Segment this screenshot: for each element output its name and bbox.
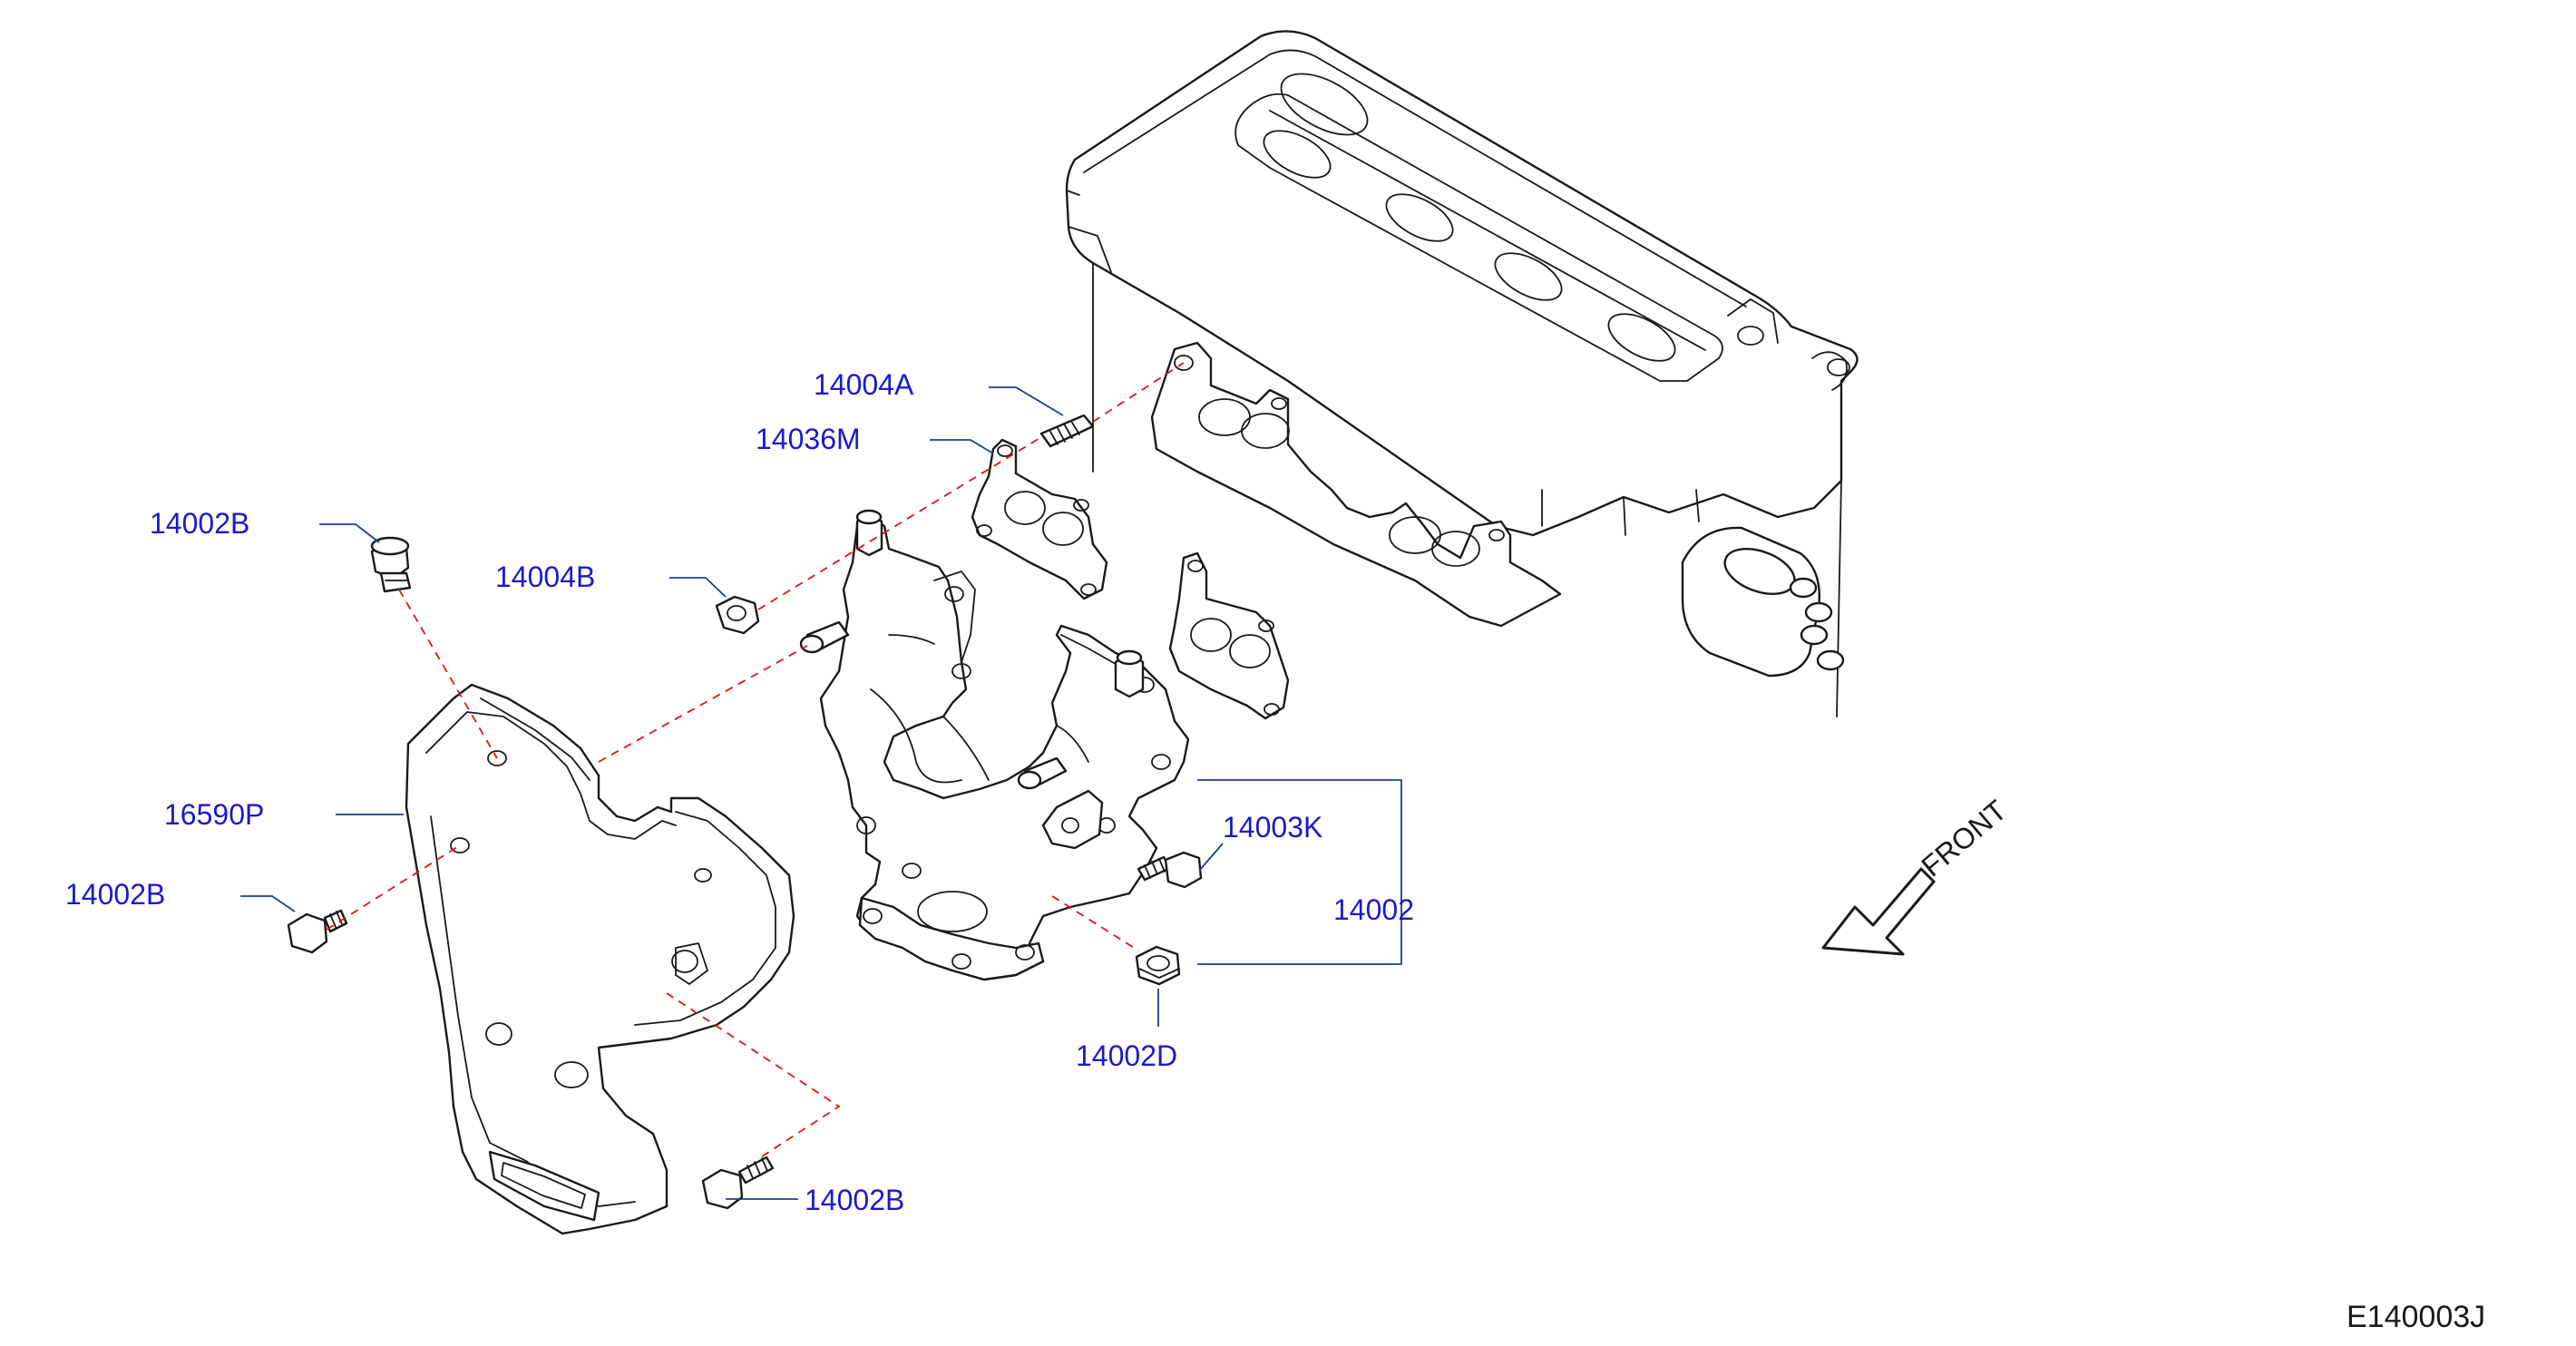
gasket-rear [1168, 551, 1290, 720]
label-14004A: 14004A [814, 368, 914, 401]
exhaust-manifold-14002 [799, 509, 1190, 981]
bolt-14002B-top [370, 536, 412, 593]
label-14002B-bottom: 14002B [805, 1184, 904, 1216]
label-14002D: 14002D [1076, 1039, 1177, 1072]
distributor [1681, 526, 1845, 678]
label-14004B: 14004B [495, 561, 595, 593]
manifold-gasket-on-head [1150, 341, 1562, 628]
front-indicator: FRONT [1821, 794, 2013, 956]
assembly-guides [326, 362, 1185, 1157]
manifold-stud-middle [1017, 756, 1068, 790]
bolt-14003K [1137, 851, 1203, 889]
label-16590P: 16590P [164, 798, 264, 831]
diagram-reference-code: E140003J [2347, 1300, 2485, 1334]
nut-14004B [715, 595, 760, 635]
front-text: FRONT [1915, 794, 2013, 883]
leader-lines [240, 386, 1402, 1200]
label-14002: 14002 [1333, 893, 1414, 926]
label-14002B-left: 14002B [65, 878, 165, 911]
gasket-14036M [971, 438, 1108, 600]
label-14036M: 14036M [756, 423, 861, 455]
arrow-down-left-icon [1821, 867, 1936, 956]
manifold-stud-upper [799, 620, 850, 654]
cylinder-head [1065, 30, 1859, 717]
bolt-14002B-bottom [701, 1156, 775, 1210]
label-14002B-top: 14002B [150, 507, 249, 540]
nut-14002D [1135, 945, 1181, 986]
bolt-14002B-left [287, 909, 348, 954]
stud-14004A [1039, 414, 1095, 448]
label-14003K: 14003K [1223, 811, 1322, 844]
heat-shield-16590P [405, 683, 795, 1235]
